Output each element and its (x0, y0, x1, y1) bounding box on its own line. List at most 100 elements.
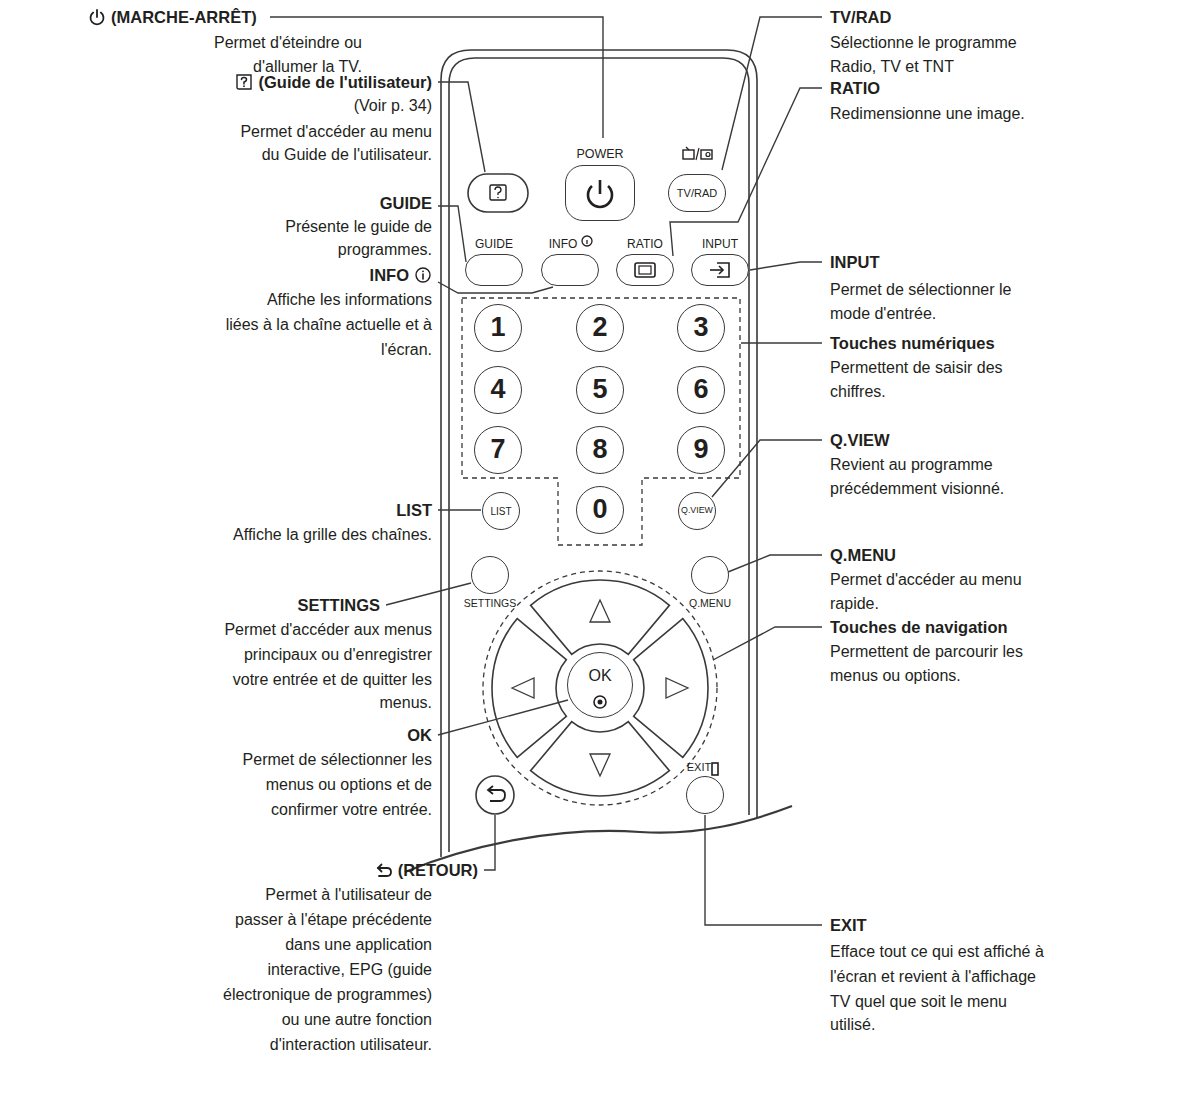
remote-button: GUIDE (465, 254, 523, 286)
callout-text: Permet d'accéder au menu (830, 570, 1022, 590)
remote-housing (441, 50, 757, 857)
callout-text: Permet à l'utilisateur de (265, 885, 432, 905)
callout-heading: TV/RAD (830, 7, 891, 27)
button-label: LIST (490, 506, 511, 517)
nav-region (483, 571, 717, 805)
callout-heading: (Guide de l'utilisateur) (235, 72, 432, 92)
callout-heading: Q.MENU (830, 545, 896, 565)
remote-button: 6 (677, 366, 725, 414)
callout-heading: RATIO (830, 78, 880, 98)
nav-pads (492, 580, 708, 796)
remote-button: EXIT (686, 776, 724, 814)
callout-text: d'interaction utilisateur. (270, 1035, 432, 1055)
callout-text: Permet d'accéder au menu (830, 570, 1022, 590)
power-icon (88, 8, 106, 26)
callout-text: Permet de sélectionner le (830, 280, 1011, 300)
callout-heading: INFO (370, 265, 409, 285)
callout-text: TV quel que soit le menu (830, 992, 1007, 1012)
power-icon (588, 186, 612, 207)
help-icon (490, 185, 506, 200)
callout-text: menus ou options. (830, 666, 961, 686)
callout-text: Permet d'accéder aux menus (224, 620, 432, 640)
info-icon (586, 240, 587, 244)
callout-text: Affiche les informations (267, 290, 432, 310)
remote-button: Q.MENU (691, 556, 729, 594)
callout-text: utilisé. (830, 1015, 875, 1035)
callout-text: Permet d'éteindre ou (214, 33, 362, 53)
callout-text: Sélectionne le programme (830, 33, 1017, 53)
callout-text: menus ou options et de (266, 775, 432, 795)
nav-pad (531, 722, 670, 796)
callout-text: Présente le guide de (285, 217, 432, 237)
callout-text: rapide. (830, 594, 879, 614)
callout-heading: (RETOUR) (375, 860, 478, 880)
callout-text: précédemment visionné. (830, 479, 1004, 499)
callout-text: ou une autre fonction (282, 1010, 432, 1030)
callout-text: liées à la chaîne actuelle et à (226, 315, 432, 335)
remote-button: 2 (576, 304, 624, 352)
back-icon (489, 790, 505, 801)
ratio-icon (639, 266, 651, 274)
info-icon (582, 236, 592, 246)
callout-text: mode d'entrée. (830, 304, 936, 324)
callout-text: ou une autre fonction (282, 1010, 432, 1030)
remote-button: 0 (576, 486, 624, 534)
callout-text: (Voir p. 34) (354, 96, 432, 116)
callout-text: votre entrée et de quitter les (233, 670, 432, 690)
callout-heading: INPUT (830, 252, 880, 272)
callout-text: Permet d'éteindre ou (214, 33, 362, 53)
button-label: Q.VIEW (681, 506, 713, 516)
button-label: 5 (592, 375, 607, 405)
callout-text: confirmer votre entrée. (271, 800, 432, 820)
callout-text: électronique de programmes) (223, 985, 432, 1005)
callout-heading: GUIDE (380, 193, 432, 213)
callout-text: Permet d'accéder au menu (240, 122, 432, 142)
remote-button: 7 (474, 426, 522, 474)
remote-rim (449, 58, 749, 852)
callout-text: Efface tout ce qui est affiché à (830, 942, 1044, 962)
button-label: POWER (576, 148, 623, 162)
callout-text: programmes. (338, 240, 432, 260)
callout-text: dans une application (285, 935, 432, 955)
button-label: INFO (549, 238, 578, 251)
callout-text: l'écran. (381, 340, 432, 360)
remote-button: 8 (576, 426, 624, 474)
ok-dot (594, 696, 606, 708)
callout-text: Permettent de parcourir les (830, 642, 1023, 662)
remote-button: Q.VIEW (678, 492, 716, 530)
info-icon (414, 266, 432, 284)
button-label: RATIO (627, 238, 663, 251)
callout-text: Permettent de parcourir les (830, 642, 1023, 662)
power-icon (599, 180, 602, 194)
callout-text: Redimensionne une image. (830, 104, 1025, 124)
callout-text: du Guide de l'utilisateur. (262, 145, 432, 165)
callout-text: interactive, EPG (guide (267, 960, 432, 980)
button-label: 3 (693, 313, 708, 343)
callout-heading: Touches numériques (830, 333, 995, 353)
button-label: Q.MENU (689, 598, 731, 610)
help-button (468, 174, 528, 212)
callout-text: liées à la chaîne actuelle et à (226, 315, 432, 335)
callout-text: Sélectionne le programme (830, 33, 1017, 53)
callout-heading: SETTINGS (297, 595, 380, 615)
callout-heading: TV/RAD (830, 7, 891, 27)
input-icon (717, 263, 729, 277)
nav-pad (634, 619, 708, 758)
callout-heading: OK (407, 725, 432, 745)
ok-dot (598, 700, 603, 705)
callout-heading: GUIDE (380, 193, 432, 213)
callout-text: l'écran et revient à l'affichage (830, 967, 1036, 987)
callout-text: rapide. (830, 594, 879, 614)
callout-text: électronique de programmes) (223, 985, 432, 1005)
callout-text: Affiche les informations (267, 290, 432, 310)
callout-text: du Guide de l'utilisateur. (262, 145, 432, 165)
nav-arrow (666, 678, 688, 698)
remote-button: OK (567, 652, 633, 718)
callout-text: menus. (380, 693, 432, 713)
nav-arrow (590, 754, 610, 776)
button-label: 4 (490, 375, 505, 405)
button-label: 0 (592, 495, 607, 525)
button-label: GUIDE (475, 238, 513, 251)
button-label: 6 (693, 375, 708, 405)
radio-icon (701, 150, 712, 159)
